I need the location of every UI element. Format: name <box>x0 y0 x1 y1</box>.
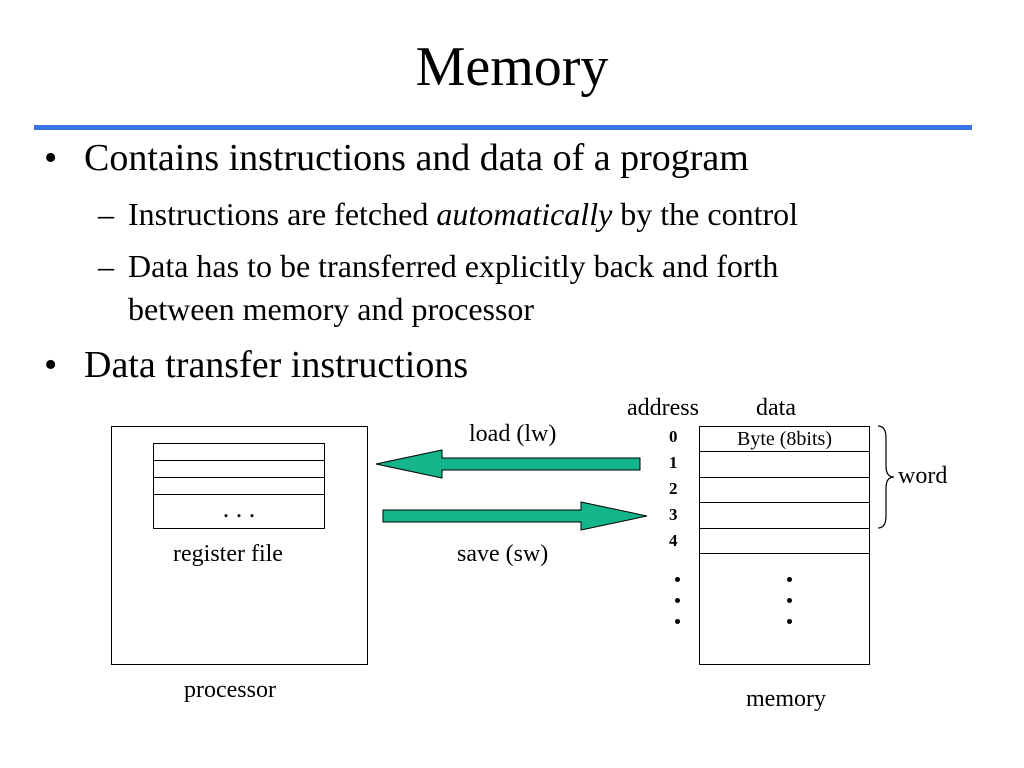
address-ellipsis-dot <box>675 598 680 603</box>
memory-cell-divider <box>699 553 870 554</box>
sub-bullet-line1: Data has to be transferred explicitly ba… <box>128 248 779 284</box>
bullet-glyph: • <box>44 137 58 179</box>
address-header: address <box>627 395 699 421</box>
register-file-label: register file <box>173 541 283 567</box>
text-before: Instructions are fetched <box>128 196 437 232</box>
memory-ellipsis-dot <box>787 598 792 603</box>
bullet-glyph: • <box>44 344 58 386</box>
register-divider <box>153 494 325 495</box>
address-3: 3 <box>669 505 678 524</box>
address-1: 1 <box>669 453 678 472</box>
word-label: word <box>898 463 948 489</box>
memory-cell-byte: Byte (8bits) <box>737 428 832 450</box>
text-after: by the control <box>612 196 799 232</box>
address-2: 2 <box>669 479 678 498</box>
address-4: 4 <box>669 531 678 550</box>
memory-ellipsis-dot <box>787 577 792 582</box>
dash-glyph: – <box>98 248 114 284</box>
save-label: save (sw) <box>457 541 549 567</box>
memory-box <box>699 426 870 665</box>
processor-label: processor <box>184 677 276 703</box>
sub-bullet-line2: between memory and processor <box>128 291 535 327</box>
bullet-text: Contains instructions and data of a prog… <box>84 137 749 179</box>
register-divider <box>153 460 325 461</box>
sub-bullet-text: Instructions are fetched automatically b… <box>128 194 798 234</box>
address-ellipsis-dot <box>675 577 680 582</box>
emphasis-text: automatically <box>436 196 613 232</box>
register-ellipsis: . . . <box>222 494 256 523</box>
memory-label: memory <box>746 686 826 712</box>
memory-cell-divider <box>699 502 870 503</box>
address-0: 0 <box>669 427 678 446</box>
slide-title: Memory <box>415 36 609 98</box>
load-label: load (lw) <box>469 421 557 447</box>
dash-glyph: – <box>98 196 114 232</box>
load-arrow <box>375 449 641 479</box>
memory-cell-divider <box>699 528 870 529</box>
title-divider <box>34 125 972 130</box>
transfer-arrows <box>375 449 648 531</box>
memory-ellipsis-dot <box>787 619 792 624</box>
data-header: data <box>756 395 796 421</box>
memory-cell-divider <box>699 477 870 478</box>
save-arrow <box>382 501 648 531</box>
processor-box <box>111 426 368 665</box>
bullet-text: Data transfer instructions <box>84 344 469 386</box>
register-divider <box>153 477 325 478</box>
word-brace <box>877 425 895 529</box>
register-file <box>153 443 325 529</box>
address-ellipsis-dot <box>675 619 680 624</box>
memory-cell-divider <box>699 451 870 452</box>
